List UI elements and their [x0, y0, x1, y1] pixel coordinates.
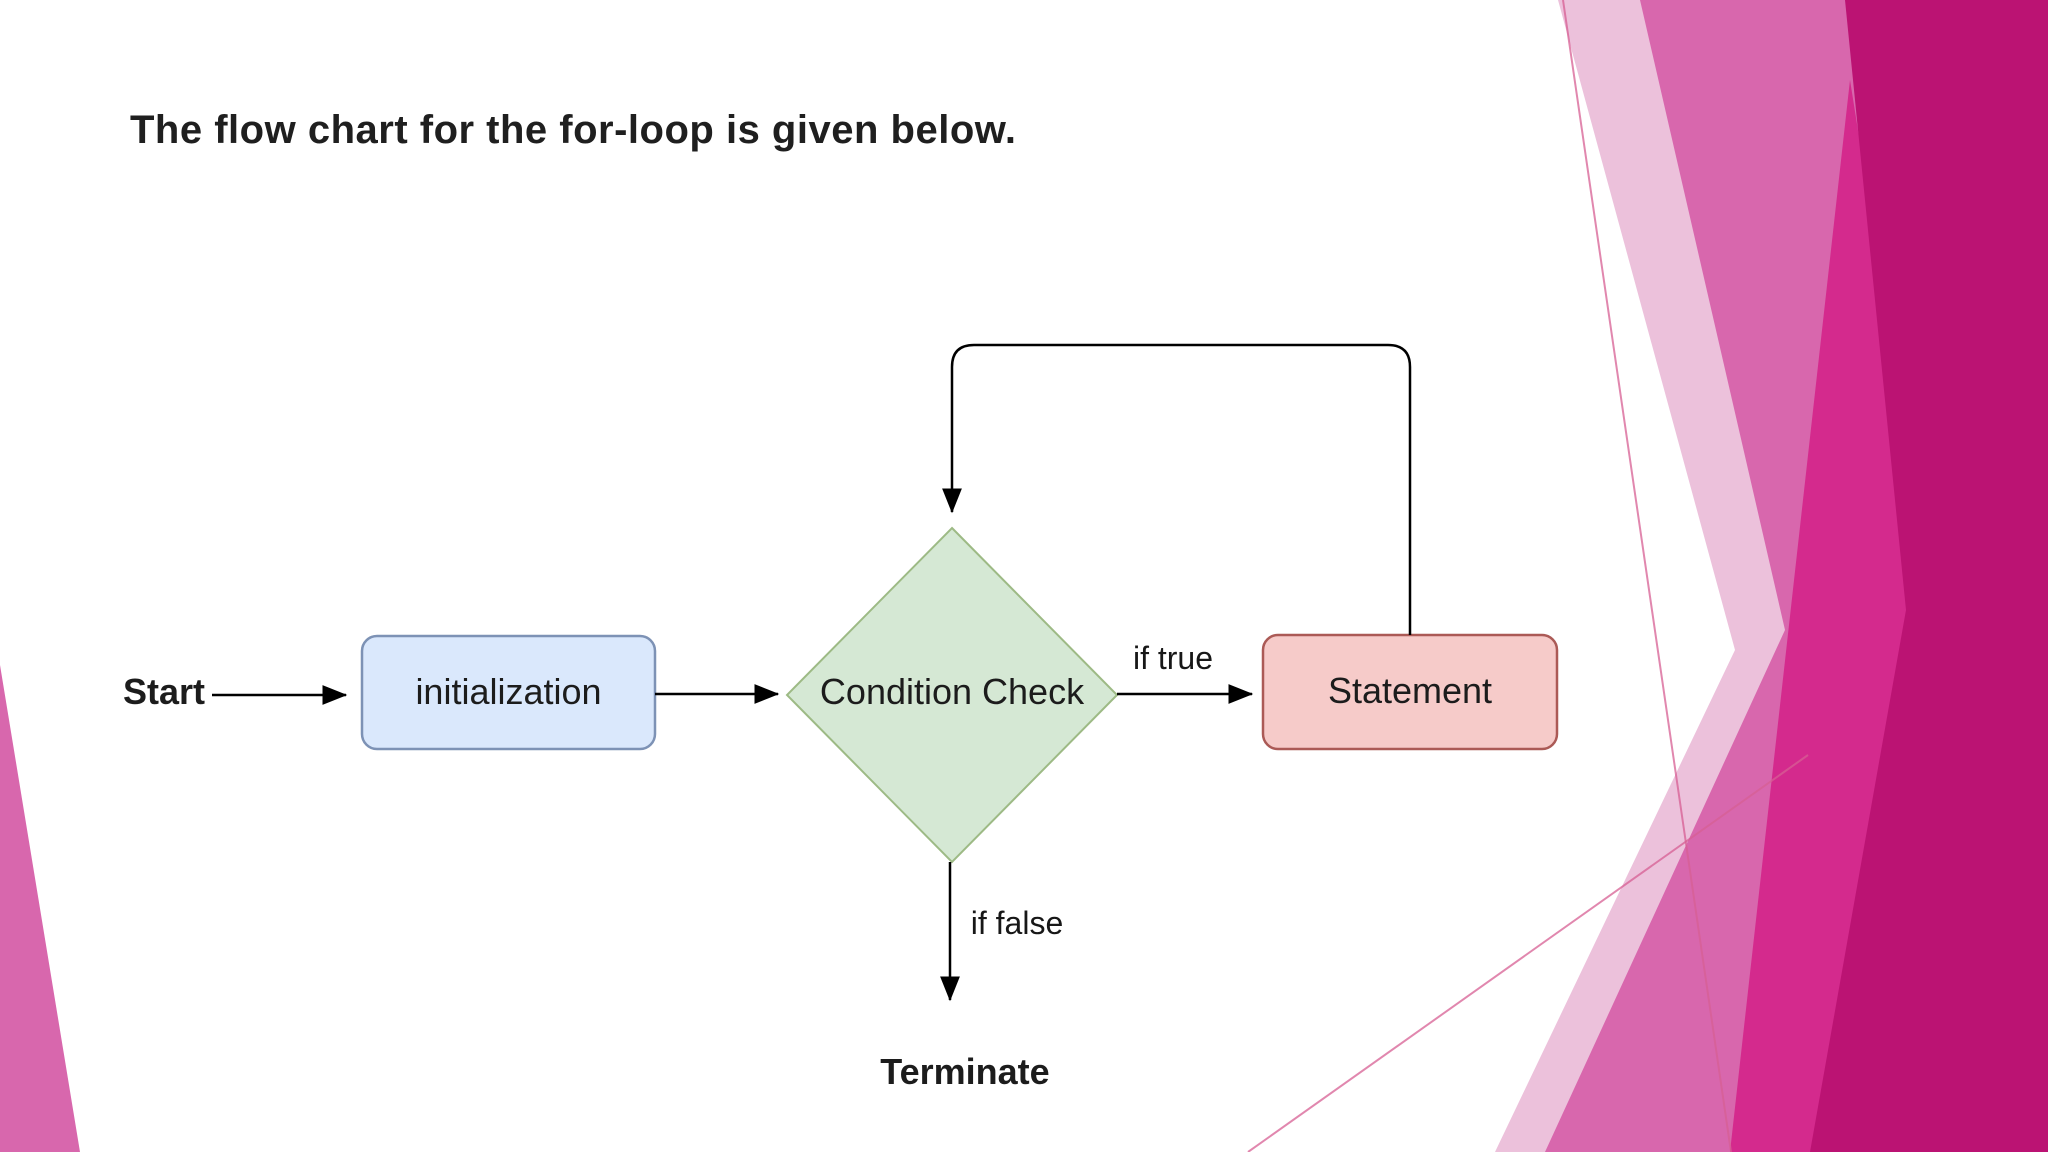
condition-label: Condition Check [819, 671, 1085, 712]
page-title: The flow chart for the for-loop is given… [130, 108, 1017, 152]
initialization-box [360, 634, 657, 751]
initialization-label: initialization [415, 671, 602, 712]
facet-thin-line-diagonal [1247, 754, 1809, 1152]
facet-shape-dark [1810, 0, 2048, 1152]
loop-arrow-statement-to-condition [942, 343, 1412, 635]
terminate-label: Terminate [880, 1051, 1050, 1092]
if-true-label: if true [1132, 640, 1214, 676]
facet-thin-line-vertical [1562, 0, 1732, 1152]
statement-label: Statement [1327, 670, 1493, 711]
start-label: Start [122, 671, 206, 712]
corner-triangle [0, 665, 80, 1152]
condition-diamond [785, 526, 1119, 864]
if-false-label: if false [970, 905, 1064, 941]
